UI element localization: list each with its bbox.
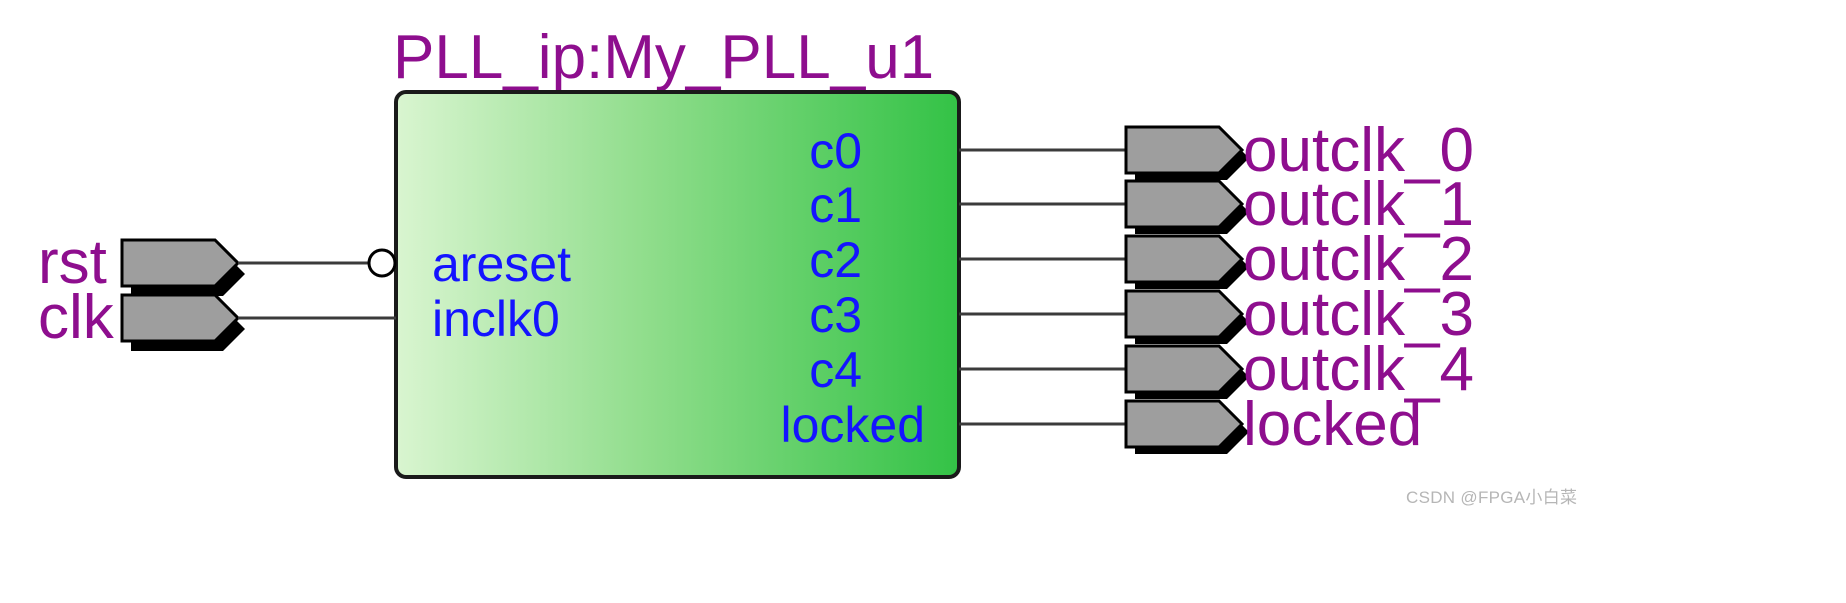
block-output-label-c1: c1 (809, 177, 862, 233)
output-port-label-outclk-2: outclk_2 (1243, 225, 1474, 294)
output-pin-shape-outclk-4[interactable] (1124, 344, 1245, 394)
block-title: PLL_ip:My_PLL_u1 (393, 23, 934, 92)
inversion-bubble-areset (367, 248, 397, 278)
output-pin-shape-outclk-3[interactable] (1124, 289, 1245, 339)
input-pin-shape-clk[interactable] (120, 293, 241, 343)
output-port-label-outclk-3: outclk_3 (1243, 280, 1474, 349)
output-pin-shape-outclk-2[interactable] (1124, 234, 1245, 284)
watermark: CSDN @FPGA小白菜 (1406, 488, 1578, 507)
output-pin-shape-locked[interactable] (1124, 399, 1245, 449)
output-pin-shape-outclk-0[interactable] (1124, 125, 1245, 175)
block-input-label-areset: areset (432, 236, 571, 292)
input-pin-shape-rst[interactable] (120, 238, 241, 288)
block-output-label-c3: c3 (809, 287, 862, 343)
block-output-label-c0: c0 (809, 123, 862, 179)
output-port-label-outclk-0: outclk_0 (1243, 116, 1474, 185)
output-pin-shape-outclk-1[interactable] (1124, 179, 1245, 229)
pll-block-body[interactable] (394, 90, 961, 479)
input-port-label-rst: rst (38, 228, 107, 297)
input-port-label-clk: clk (38, 283, 115, 352)
block-input-label-inclk0: inclk0 (432, 291, 560, 347)
output-port-label-outclk-1: outclk_1 (1243, 170, 1474, 239)
block-output-label-c2: c2 (809, 232, 862, 288)
output-port-label-outclk-4: outclk_4 (1243, 335, 1474, 404)
output-port-label-locked: locked (1243, 390, 1422, 459)
block-output-label-locked: locked (780, 397, 925, 453)
block-output-label-c4: c4 (809, 342, 862, 398)
